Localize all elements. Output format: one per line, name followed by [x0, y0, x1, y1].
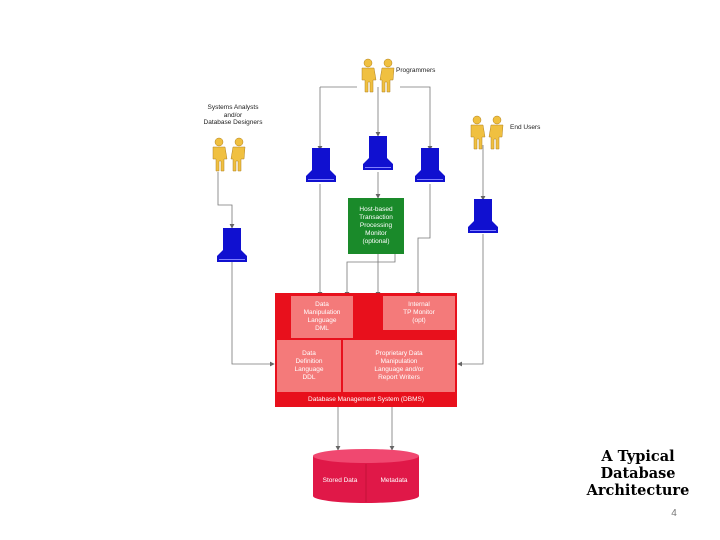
people-icon	[470, 115, 504, 150]
dml-box: Data Manipulation Language DML	[291, 296, 353, 338]
terminal-ddl	[217, 228, 247, 264]
internal-tp-box: Internal TP Monitor (opt)	[383, 296, 455, 330]
tp-monitor-box: Host-based Transaction Processing Monito…	[348, 198, 404, 254]
stored-data-label: Stored Data	[322, 477, 358, 484]
slide-title: A Typical Database Architecture	[586, 448, 690, 499]
terminal-icon	[306, 148, 336, 182]
programmers-label: Programmers	[396, 67, 436, 74]
people-icon	[361, 58, 395, 93]
terminal-end-users	[468, 199, 498, 235]
end-users-label: End Users	[510, 124, 541, 131]
terminal-icon	[363, 136, 393, 170]
proprietary-box: Proprietary Data Manipulation Language a…	[343, 340, 455, 392]
storage-cylinder	[313, 449, 419, 503]
page-number: 4	[671, 508, 677, 519]
ddl-box: Data Definition Language DDL	[277, 340, 341, 392]
terminal-icon	[468, 199, 498, 233]
dbms-label: Database Management System (DBMS)	[308, 396, 424, 403]
analysts-label: Systems Analysts and/or Database Designe…	[203, 104, 263, 126]
programmers-group	[357, 57, 401, 93]
metadata-label: Metadata	[380, 477, 408, 484]
end-users-group	[466, 114, 510, 150]
analysts-group	[208, 136, 252, 172]
terminal-dml	[306, 148, 336, 184]
terminal-icon	[217, 228, 247, 262]
people-icon	[212, 137, 246, 172]
terminal-icon	[415, 148, 445, 182]
terminal-internal	[415, 148, 445, 184]
terminal-tp	[363, 136, 393, 172]
